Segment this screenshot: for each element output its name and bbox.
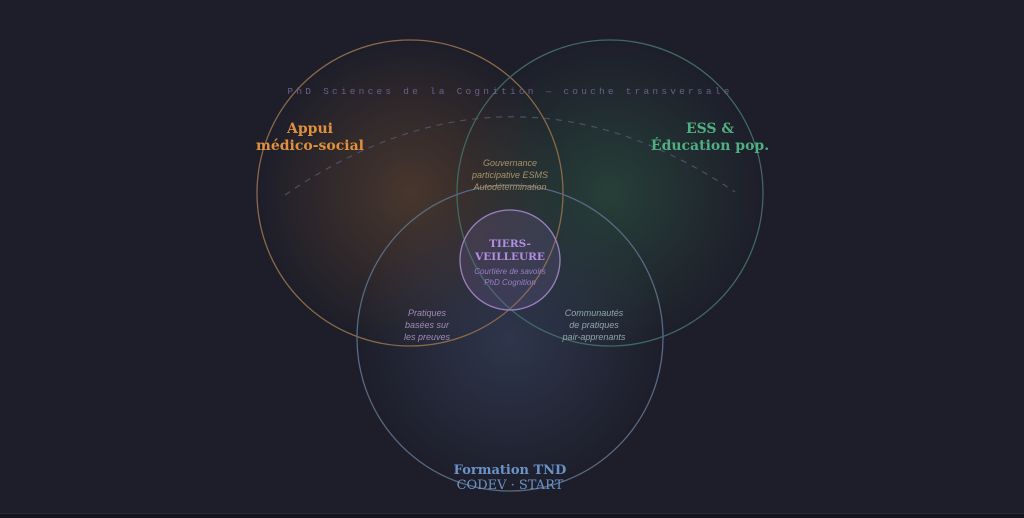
right-circle	[456, 39, 764, 347]
center-sub-line1: Courtière de savoirs	[474, 267, 546, 276]
intersection-text: basées sur	[404, 320, 450, 330]
bottom-title-line1: Formation TND	[453, 463, 567, 478]
intersection-text: pair-apprenants	[562, 332, 626, 342]
center-circle-label: TIERS- VEILLEURE Courtière de savoirs Ph…	[474, 238, 546, 288]
intersection-text: Pratiques	[407, 308, 447, 318]
right-circle-title: ESS & Éducation pop.	[651, 121, 769, 155]
intersection-text: Autodétermination	[473, 182, 547, 192]
bottom-circle	[356, 184, 664, 492]
layer-label: PhD Sciences de la Cognition — couche tr…	[287, 86, 733, 97]
intersection-right-bottom: Communautés de pratiques pair-apprenants	[563, 307, 626, 343]
bottom-title-line2: CODEV · START	[456, 478, 564, 493]
center-title-line2: VEILLEURE	[475, 251, 545, 263]
center-sub-line2: PhD Cognition	[484, 278, 536, 287]
intersection-text: de pratiques	[569, 320, 619, 330]
left-circle	[256, 39, 564, 347]
intersection-left-right: Gouvernance participative ESMS Autodéter…	[472, 157, 548, 193]
intersection-text: participative ESMS	[471, 170, 549, 180]
intersection-text: Communautés	[564, 308, 624, 318]
right-title-line1: ESS &	[685, 121, 735, 137]
bottom-circle-fill	[357, 185, 663, 491]
bottom-edge	[0, 513, 1024, 518]
left-title-line1: Appui	[287, 121, 333, 137]
transversal-layer-arc	[284, 116, 736, 196]
intersection-text: Gouvernance	[482, 158, 538, 168]
center-circle	[459, 209, 561, 311]
intersection-text: les preuves	[403, 332, 451, 342]
intersection-left-bottom: Pratiques basées sur les preuves	[404, 307, 450, 343]
left-title-line2: médico-social	[256, 138, 364, 154]
center-title-line1: TIERS-	[489, 238, 531, 250]
right-title-line2: Éducation pop.	[650, 138, 770, 154]
bottom-circle-title: Formation TND CODEV · START	[454, 463, 567, 493]
left-circle-title: Appui médico-social	[256, 121, 364, 155]
